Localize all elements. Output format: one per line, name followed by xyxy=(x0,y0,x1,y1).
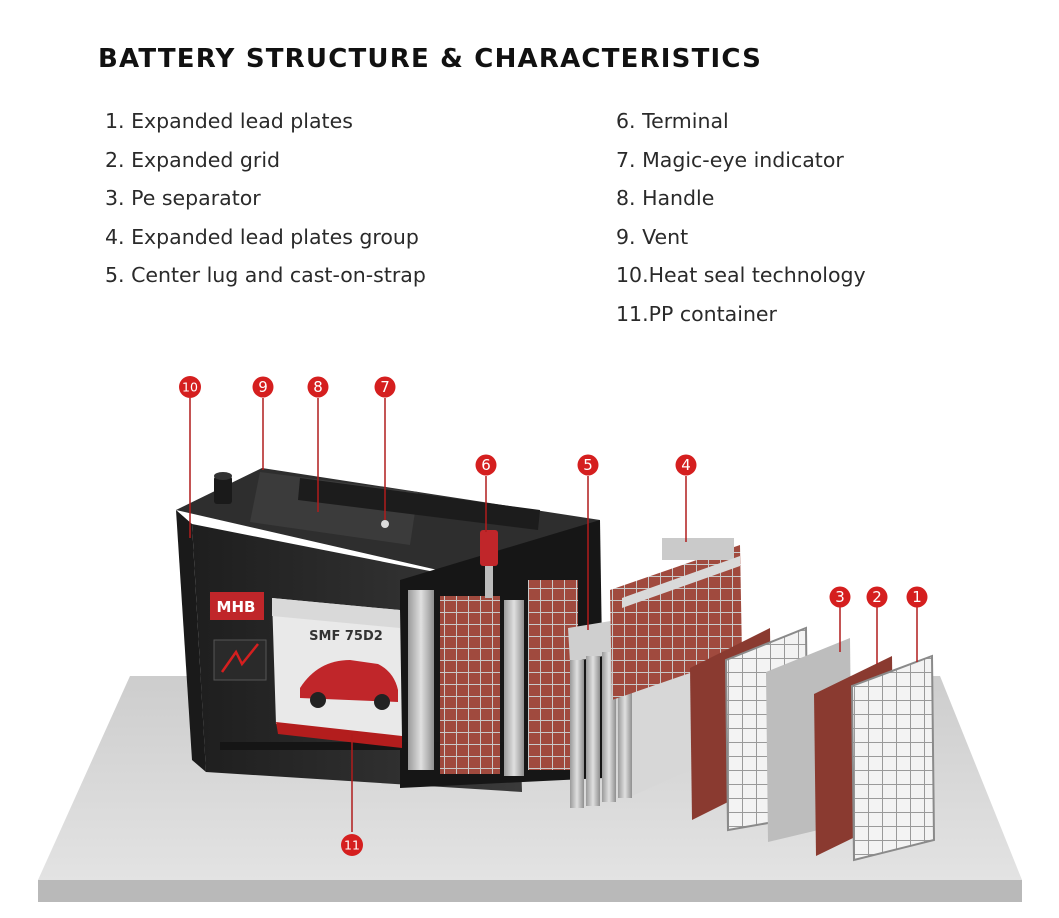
part-item-4: 4. Expanded lead plates group xyxy=(105,224,419,249)
part-item-9: 9. Vent xyxy=(616,224,689,249)
callout-5-label: 5 xyxy=(583,456,593,474)
callout-6: 6 xyxy=(475,454,497,476)
callout-9: 9 xyxy=(252,376,274,398)
part-item-1: 1. Expanded lead plates xyxy=(105,109,353,133)
callout-8: 8 xyxy=(307,376,329,398)
callout-7-label: 7 xyxy=(380,378,390,396)
battery-brand-text: MHB xyxy=(217,598,256,616)
callout-1-label: 1 xyxy=(912,588,922,606)
callout-8-label: 8 xyxy=(313,378,323,396)
part-item-11: 11.PP container xyxy=(616,301,777,326)
battery-model-text: SMF 75D2 xyxy=(309,629,383,644)
part-item-7: 7. Magic-eye indicator xyxy=(616,147,844,172)
callout-4: 4 xyxy=(675,454,697,476)
part-item-3: 3. Pe separator xyxy=(105,186,261,210)
parts-list-right: 6. Terminal 7. Magic-eye indicator 8. Ha… xyxy=(616,102,866,333)
part-item-2: 2. Expanded grid xyxy=(105,147,281,172)
callout-9-label: 9 xyxy=(258,378,268,396)
callout-5: 5 xyxy=(577,454,599,476)
grid-frame-1 xyxy=(850,654,936,862)
part-item-10: 10.Heat seal technology xyxy=(616,263,866,287)
callout-2: 2 xyxy=(866,586,888,608)
callout-2-label: 2 xyxy=(872,588,882,606)
callout-11: 11 xyxy=(341,834,363,856)
part-item-8: 8. Handle xyxy=(616,186,715,210)
callout-3: 3 xyxy=(829,586,851,608)
callout-10-label: 10 xyxy=(182,380,198,395)
callout-1: 1 xyxy=(906,586,928,608)
callout-3-label: 3 xyxy=(835,588,845,606)
part-item-5: 5. Center lug and cast-on-strap xyxy=(105,263,426,287)
parts-list-left: 1. Expanded lead plates 2. Expanded grid… xyxy=(105,102,426,295)
battery-case: SMF 75D2 MHB xyxy=(176,468,604,792)
callout-10: 10 xyxy=(179,376,201,398)
callout-6-label: 6 xyxy=(481,456,491,474)
callout-leaders xyxy=(189,398,918,832)
callout-11-label: 11 xyxy=(344,838,360,853)
callout-4-label: 4 xyxy=(681,456,691,474)
callout-7: 7 xyxy=(374,376,396,398)
part-item-6: 6. Terminal xyxy=(616,109,729,133)
page-title: BATTERY STRUCTURE & CHARACTERISTICS xyxy=(98,44,763,74)
